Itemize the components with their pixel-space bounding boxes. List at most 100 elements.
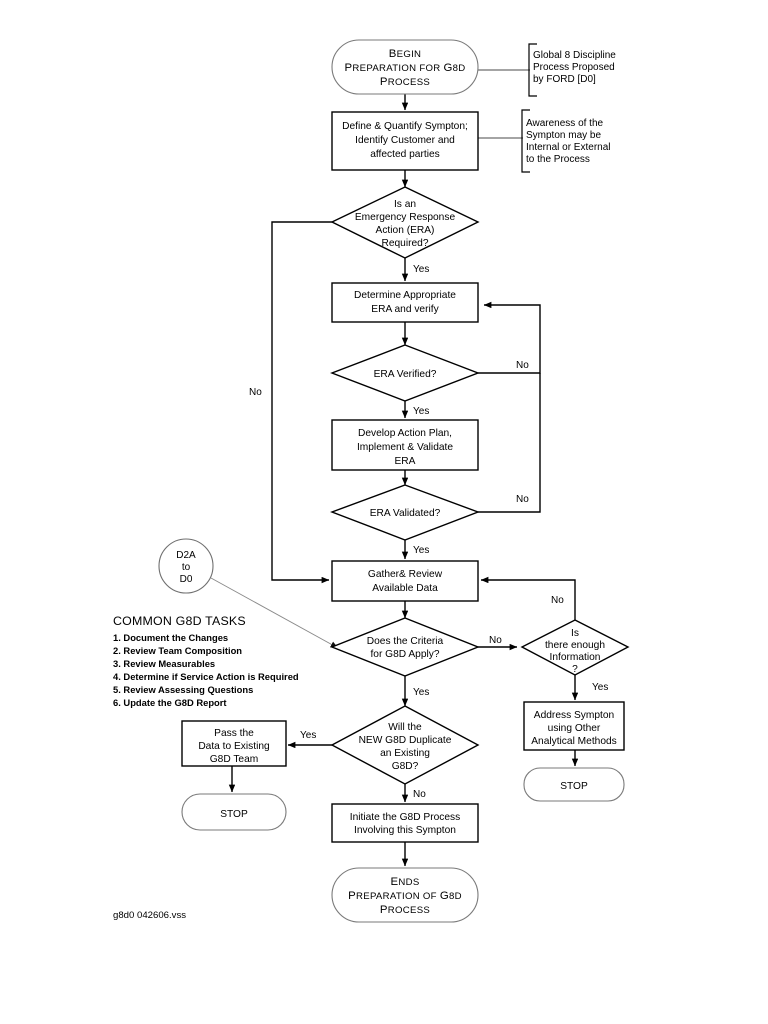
node-initiate-line-0: Initiate the G8D Process (350, 812, 460, 823)
node-begin[interactable]: BEGIN PREPARATION FOR G8D PROCESS (331, 39, 479, 95)
edge-label-info-no: No (551, 595, 564, 606)
common-tasks-item-4: 5. Review Assessing Questions (113, 684, 253, 695)
svg-text:PROCESS: PROCESS (380, 76, 430, 88)
svg-text:ENDS: ENDS (390, 876, 419, 888)
bracket-note-d0 (528, 43, 537, 97)
common-tasks-item-3: 4. Determine if Service Action is Requir… (113, 671, 299, 682)
edge-label-criteria-no: No (489, 635, 502, 646)
node-develop-action-plan[interactable]: Develop Action Plan, Implement & Validat… (331, 419, 479, 471)
connector-line-0: D2A (176, 550, 196, 561)
node-duplicate-line-3: G8D? (392, 761, 419, 772)
node-initiate-line-1: Involving this Sympton (354, 825, 456, 836)
node-era-required[interactable]: Is an Emergency Response Action (ERA) Re… (330, 186, 480, 259)
node-duplicate-line-0: Will the (388, 722, 422, 733)
node-pass-line-0: Pass the (214, 728, 254, 739)
node-define-symptom[interactable]: Define & Quantify Sympton; Identify Cust… (331, 111, 479, 171)
node-era-verified[interactable]: ERA Verified? (330, 344, 480, 402)
common-tasks-item-2: 3. Review Measurables (113, 658, 215, 669)
node-info-line-0: Is (571, 628, 579, 639)
node-develop-line-1: Implement & Validate (357, 442, 453, 453)
svg-text:PROCESS: PROCESS (380, 904, 430, 916)
node-duplicate-line-2: an Existing (380, 748, 430, 759)
edge-era-validated-no (478, 373, 541, 513)
annotation-note-awareness: Awareness of the Sympton may be Internal… (526, 118, 611, 165)
note-d0-line-1: Process Proposed (533, 62, 615, 73)
node-develop-line-0: Develop Action Plan, (358, 428, 452, 439)
node-era-required-line-1: Emergency Response (355, 212, 456, 223)
node-offpage-connector[interactable]: D2A to D0 (158, 538, 214, 594)
edge-era-required-no (271, 221, 332, 584)
svg-text:PREPARATION FOR G8D: PREPARATION FOR G8D (345, 62, 466, 74)
note-awareness-line-2: Internal or External (526, 142, 611, 153)
footer-filename: g8d0 042606.vss (113, 910, 186, 921)
bracket-note-awareness (521, 109, 530, 173)
node-gather-review[interactable]: Gather& Review Available Data (331, 560, 479, 602)
node-info-line-2: Information (550, 652, 601, 663)
node-stop-right-label: STOP (560, 781, 588, 792)
node-pass-line-1: Data to Existing (198, 741, 270, 752)
node-stop-right[interactable]: STOP (523, 767, 625, 802)
node-gather-line-0: Gather& Review (368, 569, 443, 580)
connector-line-1: to (182, 562, 191, 573)
node-era-required-line-3: Required? (381, 238, 428, 249)
node-address-line-1: using Other (548, 723, 601, 734)
svg-text:PREPARATION OF G8D: PREPARATION OF G8D (348, 890, 462, 902)
node-era-required-line-0: Is an (394, 199, 416, 210)
edge-label-era-validated-no: No (516, 494, 529, 505)
edge-era-verified-no (478, 301, 541, 374)
node-duplicate-g8d[interactable]: Will the NEW G8D Duplicate an Existing G… (330, 705, 480, 785)
edge-label-era-required-no: No (249, 387, 262, 398)
common-tasks-item-5: 6. Update the G8D Report (113, 697, 227, 708)
edge-label-duplicate-no: No (413, 789, 426, 800)
edge-connector-to-criteria (210, 577, 339, 649)
node-determine-era-line-1: ERA and verify (371, 304, 439, 315)
node-define-symptom-line-2: affected parties (370, 149, 439, 160)
node-info-line-3: ? (572, 664, 578, 675)
common-tasks-item-0: 1. Document the Changes (113, 632, 228, 643)
node-enough-information[interactable]: Is there enough Information ? (520, 619, 630, 676)
edge-label-era-verified-no: No (516, 360, 529, 371)
node-era-required-line-2: Action (ERA) (376, 225, 435, 236)
node-pass-data[interactable]: Pass the Data to Existing G8D Team (181, 720, 287, 767)
svg-text:BEGIN: BEGIN (389, 48, 422, 60)
node-define-symptom-line-0: Define & Quantify Sympton; (342, 121, 468, 132)
common-tasks-item-1: 2. Review Team Composition (113, 645, 242, 656)
connector-line-2: D0 (180, 574, 193, 585)
node-define-symptom-line-1: Identify Customer and (355, 135, 455, 146)
node-duplicate-line-1: NEW G8D Duplicate (359, 735, 452, 746)
node-era-validated[interactable]: ERA Validated? (330, 484, 480, 541)
note-d0-line-2: by FORD [D0] (533, 74, 596, 85)
node-pass-line-2: G8D Team (210, 754, 259, 765)
node-criteria-line-1: for G8D Apply? (370, 649, 439, 660)
node-initiate-g8d[interactable]: Initiate the G8D Process Involving this … (331, 803, 479, 843)
node-era-validated-line-0: ERA Validated? (370, 508, 441, 519)
edge-label-era-required-yes: Yes (413, 264, 429, 275)
note-awareness-line-1: Sympton may be (526, 130, 601, 141)
edge-label-criteria-yes: Yes (413, 687, 429, 698)
node-stop-left[interactable]: STOP (181, 793, 287, 831)
node-criteria-line-0: Does the Criteria (367, 636, 444, 647)
node-address-symptom[interactable]: Address Sympton using Other Analytical M… (523, 701, 625, 751)
node-address-line-0: Address Sympton (534, 710, 614, 721)
node-determine-era-line-0: Determine Appropriate (354, 290, 456, 301)
node-stop-left-label: STOP (220, 809, 248, 820)
node-determine-era[interactable]: Determine Appropriate ERA and verify (331, 282, 479, 323)
edge-label-era-validated-yes: Yes (413, 545, 429, 556)
edge-label-duplicate-yes: Yes (300, 730, 316, 741)
node-criteria-apply[interactable]: Does the Criteria for G8D Apply? (330, 617, 480, 677)
common-tasks-block: COMMON G8D TASKS 1. Document the Changes… (113, 614, 299, 708)
node-info-line-1: there enough (545, 640, 605, 651)
node-era-verified-line-0: ERA Verified? (374, 369, 437, 380)
note-awareness-line-0: Awareness of the (526, 118, 604, 129)
edge-label-info-yes: Yes (592, 682, 608, 693)
annotation-note-d0: Global 8 Discipline Process Proposed by … (533, 50, 616, 85)
node-develop-line-2: ERA (395, 456, 416, 467)
node-address-line-2: Analytical Methods (531, 736, 617, 747)
node-ends[interactable]: ENDS PREPARATION OF G8D PROCESS (331, 867, 479, 923)
edge-label-era-verified-yes: Yes (413, 406, 429, 417)
common-tasks-title: COMMON G8D TASKS (113, 614, 246, 628)
edge-info-no (480, 576, 576, 620)
node-gather-line-1: Available Data (372, 583, 438, 594)
note-awareness-line-3: to the Process (526, 154, 590, 165)
